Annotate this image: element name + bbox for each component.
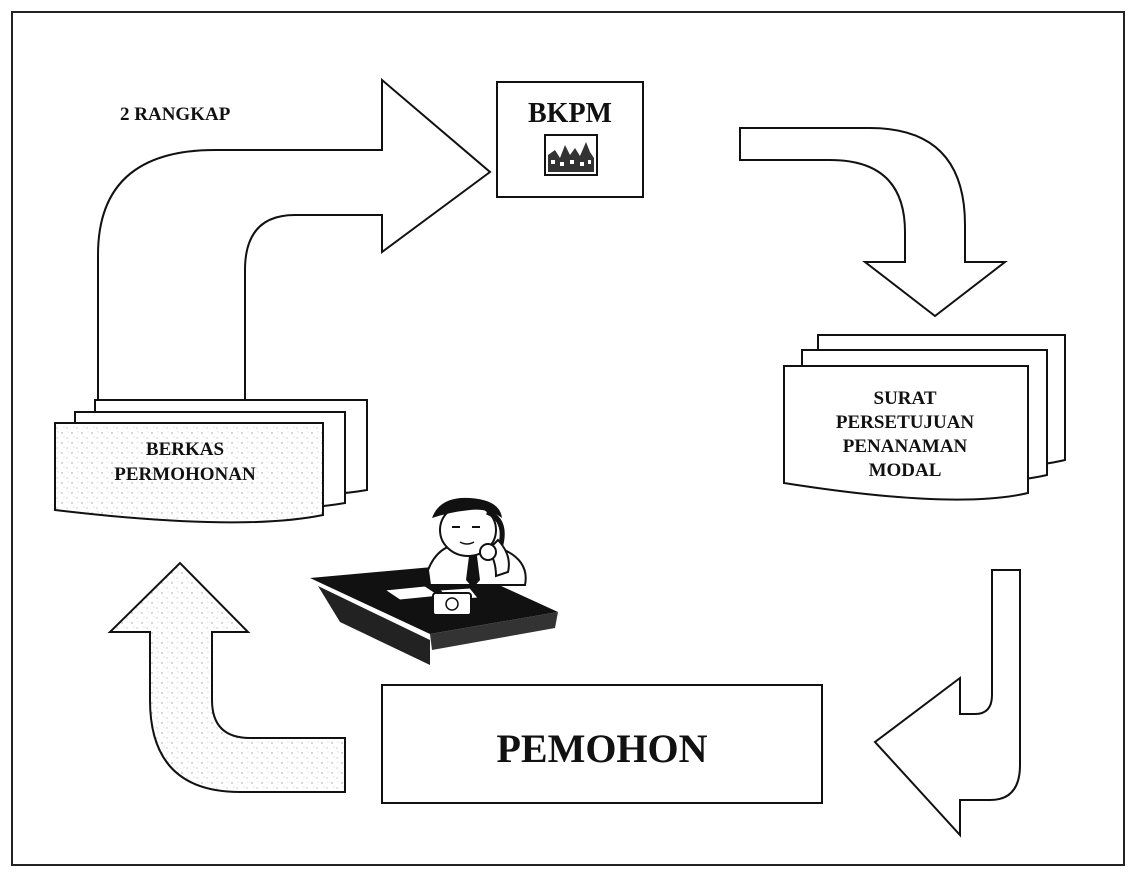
surat-line-4: MODAL [869, 460, 942, 481]
rangkap-label: 2 RANGKAP [120, 104, 231, 125]
surat-line-1: SURAT [874, 388, 937, 409]
bkpm-box [496, 81, 644, 198]
surat-document-stack [783, 334, 1066, 501]
berkas-line-1: BERKAS [146, 439, 224, 460]
building-skyline-icon [544, 134, 598, 176]
outer-frame [11, 11, 1125, 866]
arrow-pemohon-to-berkas [107, 561, 346, 793]
surat-line-3: PENANAMAN [843, 436, 968, 457]
berkas-document-stack [54, 399, 368, 524]
bkpm-label: BKPM [528, 98, 612, 129]
berkas-line-2: PERMOHONAN [114, 464, 256, 485]
surat-line-2: PERSETUJUAN [836, 412, 975, 433]
pemohon-label: PEMOHON [496, 726, 707, 771]
arrow-surat-to-pemohon [873, 569, 1021, 838]
arrow-berkas-to-bkpm [97, 77, 492, 401]
arrow-bkpm-to-surat [739, 127, 1008, 318]
person-on-telephone-at-desk-icon [310, 497, 558, 665]
pemohon-box [381, 684, 823, 804]
